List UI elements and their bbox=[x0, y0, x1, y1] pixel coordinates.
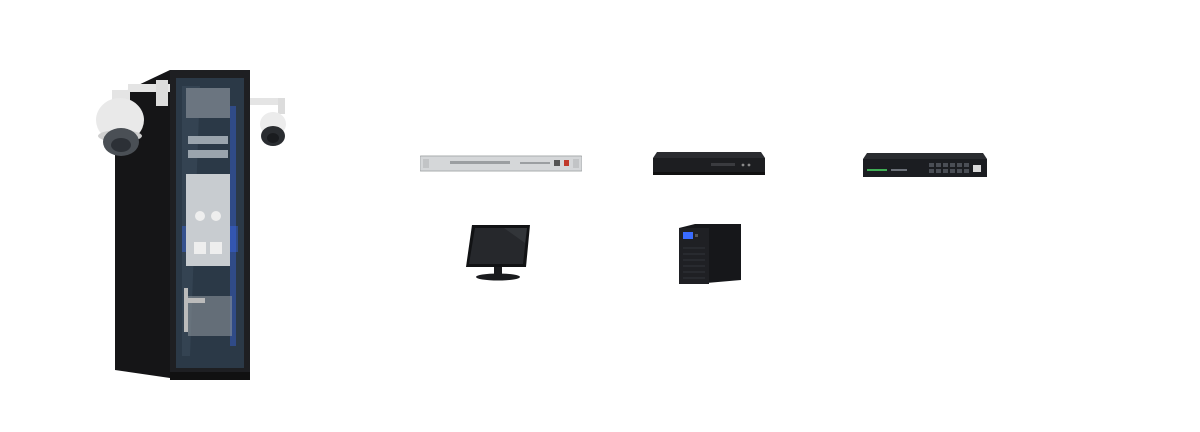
rack-unit-illustration bbox=[420, 155, 582, 172]
network-switch bbox=[861, 151, 988, 179]
rack-cabinet-with-ptz-cameras bbox=[90, 66, 295, 384]
1u-rack-unit-silver bbox=[420, 154, 582, 174]
lcd-monitor bbox=[464, 223, 532, 283]
network-video-recorder bbox=[651, 148, 767, 178]
ups-tower bbox=[677, 222, 743, 286]
switch-illustration bbox=[863, 153, 987, 177]
monitor-illustration bbox=[466, 225, 530, 281]
ups-illustration bbox=[679, 224, 741, 284]
rack-cabinet-illustration bbox=[96, 70, 286, 380]
nvr-illustration bbox=[653, 152, 765, 175]
